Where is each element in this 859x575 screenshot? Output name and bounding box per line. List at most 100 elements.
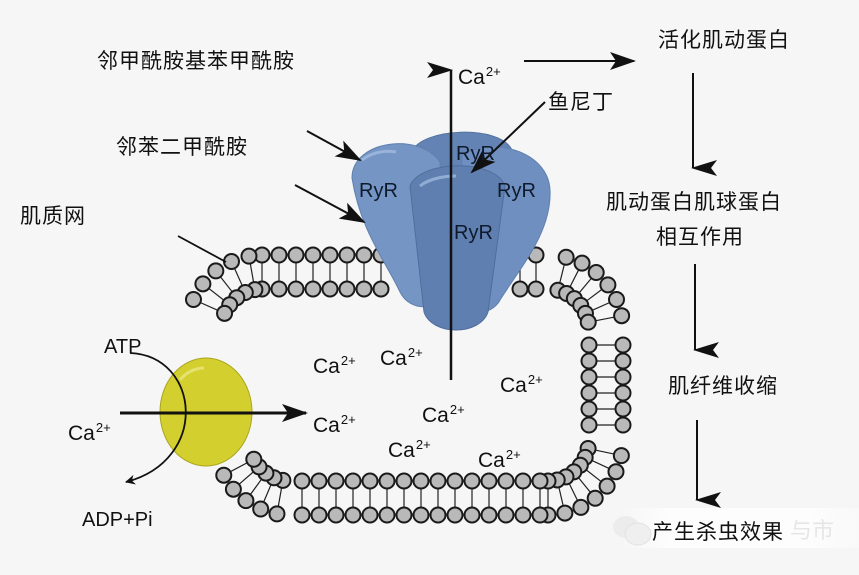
lipid-head: [586, 489, 604, 507]
lipid-head: [184, 290, 202, 308]
label-compound-chlorantraniliprole: 邻甲酰胺基苯甲酰胺: [97, 49, 295, 73]
calcium-ion-lumen: Ca2+: [500, 372, 543, 397]
calcium-ion-cytosol: Ca2+: [68, 420, 111, 445]
lipid-head: [293, 472, 311, 490]
lipid-head: [327, 506, 345, 524]
lipid-head: [614, 352, 632, 370]
lipid-head: [580, 336, 598, 354]
lipid-head: [514, 472, 532, 490]
lipid-head: [304, 280, 322, 298]
lipid-head: [287, 246, 305, 264]
lipid-head: [361, 472, 379, 490]
lipid-head: [446, 472, 464, 490]
lipid-head: [580, 384, 598, 402]
lipid-head: [480, 506, 498, 524]
lipid-head: [614, 416, 632, 434]
calcium-ion-lumen: Ca2+: [422, 402, 465, 427]
calcium-ion-lumen: Ca2+: [380, 345, 423, 370]
lipid-head: [580, 400, 598, 418]
lipid-head: [511, 280, 529, 298]
lipid-head: [514, 506, 532, 524]
lipid-head: [480, 472, 498, 490]
lipid-head: [612, 447, 630, 465]
ryr-label-front: RyR: [454, 222, 493, 244]
label-compound-flubendiamide: 邻苯二甲酰胺: [116, 135, 248, 159]
lipid-head: [395, 472, 413, 490]
lipid-head: [310, 472, 328, 490]
lipid-head: [614, 384, 632, 402]
label-atp: ATP: [104, 336, 142, 358]
organelle-pointer-line: [177, 235, 227, 263]
lipid-head: [361, 506, 379, 524]
pathway-step-2-line2: 相互作用: [656, 225, 744, 249]
lipid-head: [293, 506, 311, 524]
lipid-head: [497, 506, 515, 524]
lipid-head: [344, 506, 362, 524]
label-sarcoplasmic-reticulum: 肌质网: [20, 204, 86, 228]
lipid-head: [194, 275, 212, 293]
sarcoplasmic-reticulum-membrane: [184, 246, 632, 524]
pathway-step-1: 活化肌动蛋白: [658, 28, 790, 52]
calcium-ion-released: Ca2+: [458, 64, 501, 89]
lipid-head: [607, 463, 625, 481]
calcium-ion-lumen: Ca2+: [388, 437, 431, 462]
lipid-head: [446, 506, 464, 524]
lipid-head: [557, 248, 575, 266]
lipid-head: [207, 262, 225, 280]
lipid-head: [304, 246, 322, 264]
calcium-ion-pumped: Ca2+: [313, 412, 356, 437]
lipid-head: [614, 368, 632, 386]
lipid-head: [395, 506, 413, 524]
lipid-head: [614, 336, 632, 354]
lipid-head: [531, 506, 549, 524]
lipid-head: [613, 307, 631, 325]
lipid-head: [355, 280, 373, 298]
ryr-label-right: RyR: [497, 180, 536, 202]
lipid-head: [338, 280, 356, 298]
wechat-watermark-icon: [613, 516, 652, 546]
lipid-head: [215, 466, 233, 484]
lipid-head: [287, 280, 305, 298]
lipid-head: [412, 472, 430, 490]
compound-b-pointer-arrow: [306, 130, 362, 161]
lipid-head: [527, 280, 545, 298]
lipid-head: [556, 504, 574, 522]
lipid-head: [580, 368, 598, 386]
pathway-step-4: 产生杀虫效果: [652, 520, 784, 544]
lipid-head: [237, 492, 255, 510]
label-adp-pi: ADP+Pi: [82, 509, 153, 531]
ryr-channel: [351, 131, 551, 331]
lipid-head: [268, 505, 286, 523]
lipid-head: [579, 313, 597, 331]
lipid-head: [599, 276, 617, 294]
calcium-ion-lumen: Ca2+: [313, 353, 356, 378]
ryr-label-top: RyR: [456, 143, 495, 165]
watermark-band: [620, 508, 859, 548]
lipid-head: [245, 450, 263, 468]
lipid-head: [224, 480, 242, 498]
lipid-head: [463, 472, 481, 490]
lipid-head: [344, 472, 362, 490]
lipid-head: [321, 246, 339, 264]
calcium-ion-lumen: Ca2+: [478, 447, 521, 472]
lipid-head: [338, 246, 356, 264]
atp-hydrolysis-arrow: [125, 352, 187, 485]
lipid-head: [608, 290, 626, 308]
lipid-head: [412, 506, 430, 524]
ryr-subunit-front: [409, 165, 506, 331]
lipid-head: [497, 472, 515, 490]
lipid-head: [580, 416, 598, 434]
lipid-head: [216, 304, 234, 322]
lipid-head: [321, 280, 339, 298]
lipid-head: [327, 472, 345, 490]
ryanodine-pointer-arrow: [470, 101, 546, 174]
lipid-head: [573, 254, 591, 272]
lipid-head: [463, 506, 481, 524]
lipid-head: [240, 247, 258, 265]
watermark-text: 与市: [790, 519, 835, 544]
lipid-head: [378, 472, 396, 490]
pathway-step-3: 肌纤维收缩: [668, 374, 778, 398]
lipid-head: [614, 400, 632, 418]
